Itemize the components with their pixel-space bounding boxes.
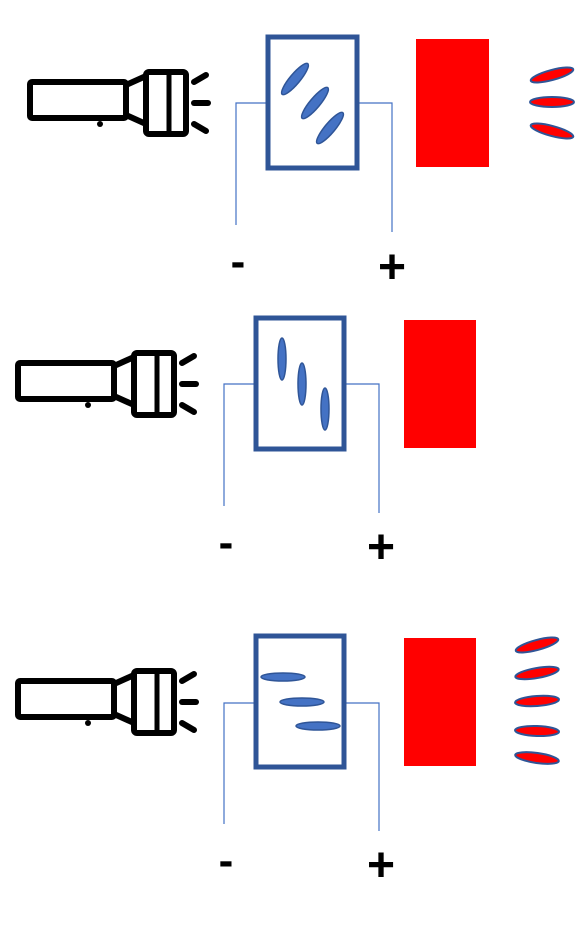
liquid-crystal-molecule xyxy=(279,697,325,707)
negative-wire xyxy=(223,702,256,824)
output-light-wave xyxy=(514,751,560,765)
polarizing-filter xyxy=(404,638,476,766)
negative-wire xyxy=(235,102,268,225)
polarizing-filter xyxy=(404,320,476,448)
liquid-crystal-molecule xyxy=(280,62,310,96)
flashlight-head xyxy=(131,668,177,736)
flashlight-handle xyxy=(15,360,117,402)
liquid-crystal-molecule xyxy=(295,721,341,731)
liquid-crystal-molecule xyxy=(297,362,307,406)
flashlight-head xyxy=(143,69,189,137)
negative-terminal-label: - xyxy=(230,237,246,286)
negative-terminal-label: - xyxy=(218,836,234,885)
light-ray xyxy=(179,402,197,415)
panel-3 xyxy=(15,633,560,831)
negative-terminal-label: - xyxy=(218,518,234,567)
positive-wire xyxy=(357,102,393,232)
positive-wire xyxy=(344,383,380,513)
panel-1 xyxy=(27,34,575,232)
output-light-wave xyxy=(529,66,575,84)
light-ray xyxy=(179,353,197,366)
output-light-wave xyxy=(514,636,560,654)
flashlight-handle xyxy=(27,79,129,121)
light-ray xyxy=(191,72,209,85)
liquid-crystal-molecule xyxy=(277,337,287,381)
light-ray xyxy=(179,720,197,733)
liquid-crystal-molecule xyxy=(300,86,330,120)
flashlight-head xyxy=(131,350,177,418)
light-ray xyxy=(191,121,209,134)
flashlight-switch xyxy=(97,121,103,127)
light-ray xyxy=(179,671,197,684)
positive-terminal-label: + xyxy=(366,521,396,574)
positive-wire xyxy=(344,702,380,831)
liquid-crystal-molecule xyxy=(320,387,330,431)
output-light-wave xyxy=(514,665,560,681)
liquid-crystal-molecule xyxy=(315,111,345,145)
flashlight-switch xyxy=(85,402,91,408)
negative-wire xyxy=(223,383,256,506)
positive-terminal-label: + xyxy=(377,241,407,294)
flashlight-switch xyxy=(85,720,91,726)
output-light-wave xyxy=(529,122,575,140)
output-light-wave xyxy=(514,724,560,738)
panel-2 xyxy=(15,315,476,513)
positive-terminal-label: + xyxy=(366,839,396,892)
output-light-wave xyxy=(529,96,575,108)
output-light-wave xyxy=(514,694,560,708)
liquid-crystal-molecule xyxy=(260,672,306,682)
polarizing-filter xyxy=(416,39,489,167)
flashlight-handle xyxy=(15,678,117,720)
